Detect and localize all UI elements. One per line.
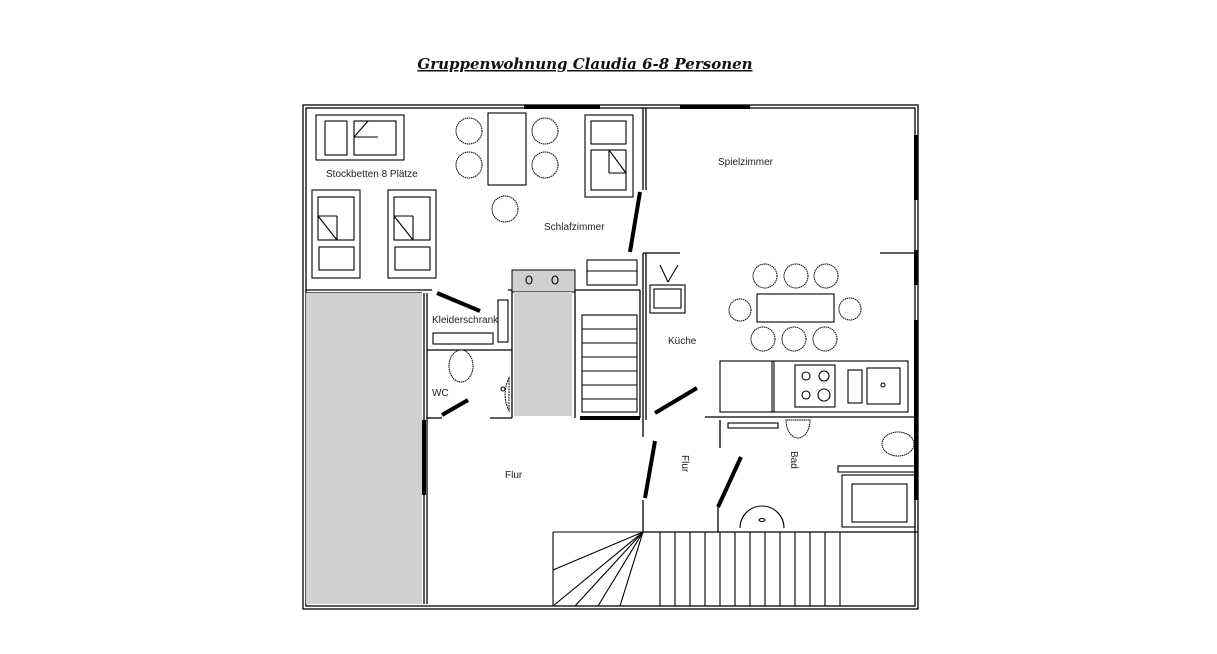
label-schlafzimmer: Schlafzimmer bbox=[544, 222, 605, 233]
label-spielzimmer: Spielzimmer bbox=[718, 157, 774, 168]
outer-walls bbox=[302, 104, 919, 610]
plan-title: Gruppenwohnung Claudia 6-8 Personen bbox=[417, 55, 752, 73]
wc-fixtures bbox=[432, 299, 510, 413]
label-kueche: Küche bbox=[668, 336, 697, 347]
label-wc: WC bbox=[432, 388, 449, 399]
label-kleiderschrank: Kleiderschrank bbox=[432, 315, 499, 326]
label-bad: Bad bbox=[788, 451, 799, 469]
kitchen bbox=[649, 263, 909, 413]
stair-steps bbox=[659, 532, 841, 606]
stairs-bottom bbox=[552, 531, 918, 607]
bathroom bbox=[727, 419, 916, 529]
label-flur: Flur bbox=[505, 470, 523, 481]
label-stockbetten: Stockbetten 8 Plätze bbox=[326, 169, 418, 180]
interior-walls bbox=[306, 108, 915, 604]
label-flur-2: Flur bbox=[679, 455, 690, 473]
dining-table-bedroom bbox=[455, 112, 638, 286]
grey-area bbox=[306, 293, 422, 604]
bunk-beds bbox=[311, 114, 634, 279]
stairs-center bbox=[511, 269, 638, 416]
